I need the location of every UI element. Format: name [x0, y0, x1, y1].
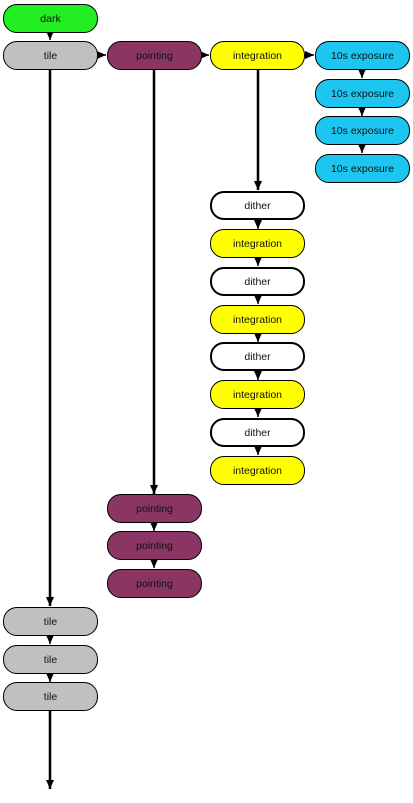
tile-node-2: tile	[3, 607, 98, 636]
exposure-node-4: 10s exposure	[315, 154, 410, 183]
integration-node-1: integration	[210, 41, 305, 70]
tile-node-1: tile	[3, 41, 98, 70]
tile-node-3: tile	[3, 645, 98, 674]
integration-node-4: integration	[210, 380, 305, 409]
integration-node-3: integration	[210, 305, 305, 334]
exposure-node-3: 10s exposure	[315, 116, 410, 145]
exposure-node-1: 10s exposure	[315, 41, 410, 70]
exposure-node-2: 10s exposure	[315, 79, 410, 108]
dither-node-2: dither	[210, 267, 305, 296]
integration-node-2: integration	[210, 229, 305, 258]
pointing-node-2: pointing	[107, 494, 202, 523]
dither-node-3: dither	[210, 342, 305, 371]
integration-node-5: integration	[210, 456, 305, 485]
dither-node-1: dither	[210, 191, 305, 220]
pointing-node-1: pointing	[107, 41, 202, 70]
dither-node-4: dither	[210, 418, 305, 447]
tile-node-4: tile	[3, 682, 98, 711]
pointing-node-3: pointing	[107, 531, 202, 560]
dark-node: dark	[3, 4, 98, 33]
pointing-node-4: pointing	[107, 569, 202, 598]
